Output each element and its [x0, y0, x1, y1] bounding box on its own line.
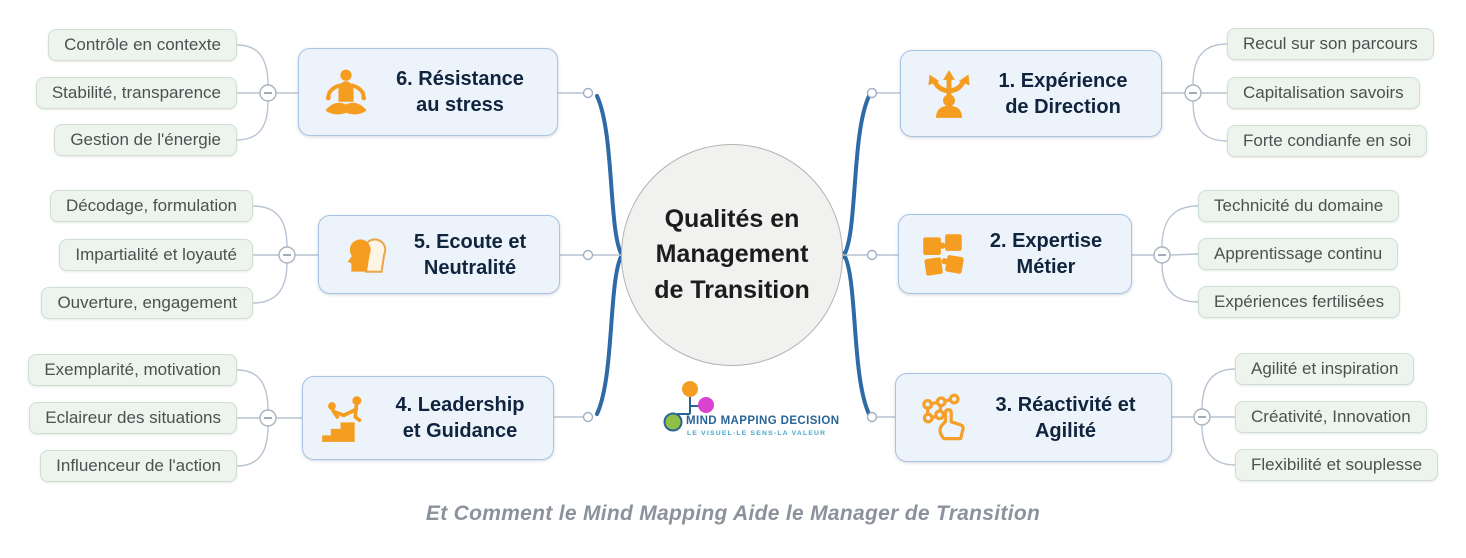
- subtopic[interactable]: Influenceur de l'action: [40, 450, 237, 482]
- central-topic[interactable]: Qualités en Management de Transition: [621, 144, 843, 366]
- subtopic[interactable]: Stabilité, transparence: [35, 77, 237, 109]
- subtopic[interactable]: Créativité, Innovation: [1235, 401, 1427, 433]
- branch-ecoute-neutralite[interactable]: 5. Ecoute et Neutralité: [318, 215, 560, 294]
- central-topic-line: de Transition: [654, 275, 810, 304]
- logo-mindmap-glyph: [663, 381, 714, 432]
- branch-label: 4. Leadership et Guidance: [395, 394, 525, 442]
- collapse-button-4[interactable]: [259, 409, 277, 427]
- subtopic[interactable]: Apprentissage continu: [1198, 238, 1399, 270]
- collapse-button-1[interactable]: [1184, 84, 1202, 102]
- subtopic[interactable]: Gestion de l'énergie: [54, 124, 237, 156]
- collapse-button-2[interactable]: [1153, 246, 1171, 264]
- central-topic-line: Qualités en: [664, 204, 800, 233]
- branch-leadership-guidance[interactable]: 4. Leadership et Guidance: [302, 376, 554, 460]
- subtopic[interactable]: Flexibilité et souplesse: [1235, 449, 1439, 481]
- branch-label: 6. Résistance au stress: [396, 68, 524, 116]
- leadership-icon: [320, 392, 372, 444]
- subtopic[interactable]: Technicité du domaine: [1198, 190, 1400, 222]
- subtopic[interactable]: Agilité et inspiration: [1235, 353, 1415, 385]
- branch-experience-direction[interactable]: 1. Expérience de Direction: [900, 50, 1162, 137]
- branch-handles: [582, 87, 878, 423]
- decision-paths-icon: [923, 68, 975, 120]
- branch-handle: [582, 411, 594, 423]
- network-hand-icon: [919, 392, 971, 444]
- subtopic[interactable]: Décodage, formulation: [49, 190, 253, 222]
- puzzle-icon: [918, 229, 968, 279]
- branch-label: 3. Réactivité et Agilité: [995, 393, 1136, 442]
- branch-handle: [866, 249, 878, 261]
- collapse-button-6[interactable]: [259, 84, 277, 102]
- subtopic[interactable]: Expériences fertilisées: [1198, 286, 1401, 318]
- branch-expertise-metier[interactable]: 2. Expertise Métier: [898, 214, 1132, 294]
- collapse-button-5[interactable]: [278, 246, 296, 264]
- branch-handle: [582, 87, 594, 99]
- branch-handle: [866, 87, 878, 99]
- branch-label: 1. Expérience de Direction: [998, 69, 1128, 118]
- thin-connector-lines: [236, 43, 1236, 467]
- branch-reactivite-agilite[interactable]: 3. Réactivité et Agilité: [895, 373, 1172, 462]
- logo-name: MIND MAPPING DECISION: [686, 415, 840, 427]
- collapse-button-3[interactable]: [1193, 408, 1211, 426]
- subtopic[interactable]: Ouverture, engagement: [41, 287, 253, 319]
- branch-resistance-stress[interactable]: 6. Résistance au stress: [298, 48, 558, 136]
- branch-label: 2. Expertise Métier: [989, 230, 1103, 278]
- subtopic[interactable]: Recul sur son parcours: [1227, 28, 1434, 60]
- subtopic[interactable]: Forte condianfe en soi: [1227, 125, 1428, 157]
- branch-handle: [582, 249, 594, 261]
- bottom-caption: Et Comment le Mind Mapping Aide le Manag…: [425, 502, 1041, 525]
- subtopic[interactable]: Eclaireur des situations: [29, 402, 237, 434]
- central-topic-line: Management: [655, 240, 809, 269]
- collapse-buttons: [259, 84, 1211, 427]
- mind-mapping-decision-logo: MIND MAPPING DECISION LE VISUEL-LE SENS-…: [660, 376, 880, 446]
- meditation-icon: [320, 66, 372, 118]
- subtopic[interactable]: Impartialité et loyauté: [59, 239, 253, 271]
- subtopic[interactable]: Capitalisation savoirs: [1227, 77, 1420, 109]
- subtopic[interactable]: Contrôle en contexte: [48, 29, 237, 61]
- branch-handle: [866, 411, 878, 423]
- subtopic[interactable]: Exemplarité, motivation: [28, 354, 237, 386]
- branch-label: 5. Ecoute et Neutralité: [413, 230, 527, 279]
- main-branch-curves: [595, 94, 871, 416]
- logo-tagline: LE VISUEL-LE SENS-LA VALEUR: [687, 430, 827, 437]
- two-heads-icon: [342, 230, 392, 280]
